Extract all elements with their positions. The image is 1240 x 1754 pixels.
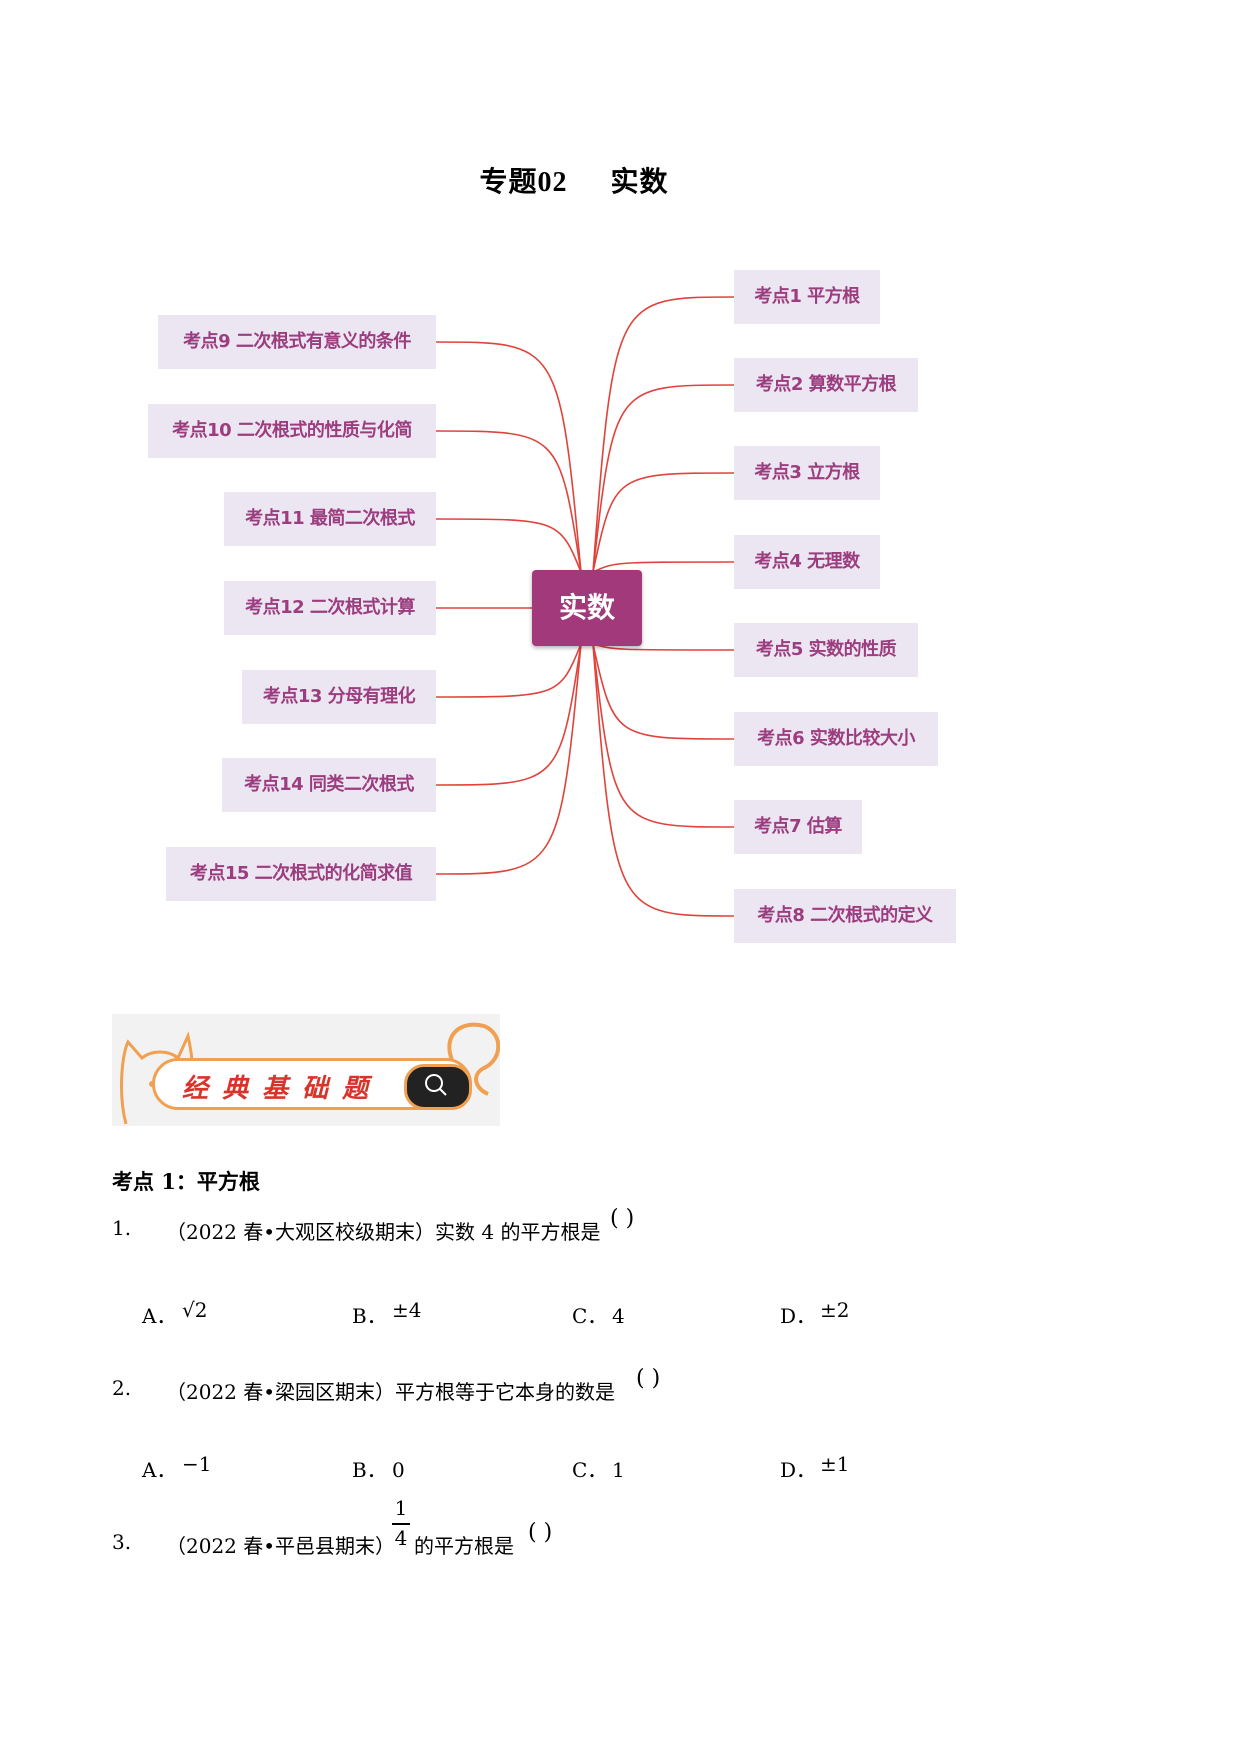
mindmap-connector (435, 430, 582, 573)
title-topic: 实数 (610, 165, 669, 198)
mindmap-connector (435, 643, 582, 698)
fraction-denominator: 4 (394, 1526, 408, 1550)
answer-blank: ( ) (610, 1206, 635, 1231)
mindmap-connector (592, 296, 735, 573)
mindmap-node-6: 考点6 实数比较大小 (734, 712, 938, 766)
option-value: √2 (182, 1298, 208, 1322)
mindmap-center-node: 实数 (532, 570, 642, 646)
mindmap-node-8: 考点8 二次根式的定义 (734, 889, 956, 943)
option-value: ±1 (820, 1452, 850, 1476)
question-text: （2022 春•平邑县期末） (166, 1534, 396, 1558)
page-title: 专题02 实数 (0, 160, 1148, 200)
option-c: C．4 (572, 1300, 625, 1329)
banner-title: 经典基础题 (182, 1074, 383, 1104)
mindmap-connector (592, 643, 735, 828)
option-label: B． (352, 1304, 387, 1328)
option-a: A．√2 (142, 1298, 208, 1329)
title-number: 02 (537, 167, 568, 198)
option-label: C． (572, 1304, 608, 1328)
mindmap-node-3: 考点3 立方根 (734, 446, 880, 500)
option-value: ±2 (820, 1298, 850, 1322)
option-label: A． (142, 1304, 177, 1328)
mindmap-node-13: 考点13 分母有理化 (242, 670, 436, 724)
question-text-after: 的平方根是 (414, 1534, 514, 1558)
option-label: C． (572, 1458, 608, 1482)
option-a: A．−1 (142, 1452, 212, 1483)
answer-blank: ( ) (528, 1520, 553, 1545)
mindmap-node-12: 考点12 二次根式计算 (224, 581, 436, 635)
option-value: ±4 (392, 1298, 422, 1322)
mindmap-connector (435, 643, 582, 786)
question-text: （2022 春•大观区校级期末）实数 4 的平方根是 (166, 1220, 601, 1244)
question-text: （2022 春•梁园区期末）平方根等于它本身的数是 (166, 1380, 616, 1404)
option-label: D． (780, 1304, 817, 1328)
mindmap-connector (435, 518, 582, 573)
option-value: 4 (612, 1304, 625, 1328)
fraction-bar (392, 1523, 410, 1525)
option-value: −1 (182, 1452, 212, 1476)
mindmap-node-2: 考点2 算数平方根 (734, 358, 918, 412)
mindmap-node-1: 考点1 平方根 (734, 270, 880, 324)
mindmap-node-5: 考点5 实数的性质 (734, 623, 918, 677)
question-number: 2. (112, 1376, 132, 1400)
option-c: C．1 (572, 1454, 625, 1483)
mindmap-node-10: 考点10 二次根式的性质与化简 (148, 404, 436, 458)
section-heading: 考点 1：平方根 (112, 1169, 260, 1194)
mindmap-connector (435, 643, 582, 875)
mindmap-connector (592, 472, 735, 573)
mindmap-connector (592, 643, 735, 917)
mindmap-node-7: 考点7 估算 (734, 800, 862, 854)
title-prefix: 专题 (479, 165, 538, 198)
mindmap-connector (592, 643, 735, 740)
mindmap-node-14: 考点14 同类二次根式 (222, 758, 436, 812)
mindmap-connector (592, 561, 735, 573)
option-b: B．±4 (352, 1298, 422, 1329)
question-number: 3. (112, 1530, 132, 1554)
option-value: 1 (612, 1458, 625, 1482)
question-number: 1. (112, 1216, 132, 1240)
classic-basic-banner: 经典基础题 (112, 1014, 500, 1126)
option-label: A． (142, 1458, 177, 1482)
option-label: D． (780, 1458, 817, 1482)
answer-blank: ( ) (636, 1366, 661, 1391)
search-icon (404, 1064, 472, 1110)
mindmap-connector (435, 341, 582, 573)
mindmap-node-15: 考点15 二次根式的化简求值 (166, 847, 436, 901)
mindmap-node-4: 考点4 无理数 (734, 535, 880, 589)
option-d: D．±1 (780, 1452, 850, 1483)
mindmap-connectors (435, 296, 735, 917)
option-b: B．0 (352, 1454, 405, 1483)
mindmap-node-11: 考点11 最简二次根式 (224, 492, 436, 546)
option-value: 0 (392, 1458, 405, 1482)
option-d: D．±2 (780, 1298, 850, 1329)
mindmap-connector (592, 384, 735, 573)
fraction-numerator: 1 (394, 1496, 408, 1520)
option-label: B． (352, 1458, 387, 1482)
mindmap-node-9: 考点9 二次根式有意义的条件 (158, 315, 436, 369)
